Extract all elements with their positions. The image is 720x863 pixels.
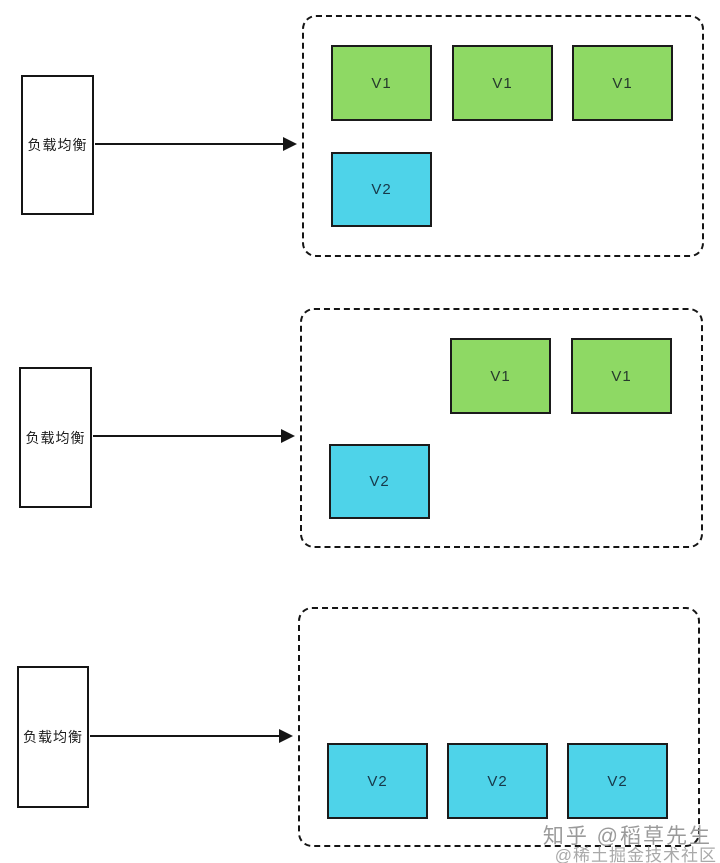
load-balancer-label-1: 负载均衡	[27, 137, 88, 153]
node-v1: V1	[572, 45, 673, 121]
node-v1: V1	[331, 45, 432, 121]
node-v1: V1	[452, 45, 553, 121]
node-label: V2	[367, 772, 388, 790]
cluster-container-1	[302, 15, 704, 257]
node-label: V2	[607, 772, 628, 790]
node-v2: V2	[331, 152, 432, 227]
cluster-container-3	[298, 607, 700, 847]
node-v2: V2	[327, 743, 428, 819]
load-balancer-box-3: 负载均衡	[17, 666, 89, 808]
load-balancer-label-2: 负载均衡	[25, 429, 86, 446]
node-label: V2	[487, 772, 508, 790]
load-balancer-box-1: 负载均衡	[21, 75, 94, 215]
node-label: V2	[371, 181, 392, 198]
node-v2: V2	[567, 743, 668, 819]
node-v2: V2	[447, 743, 548, 819]
load-balancer-box-2: 负载均衡	[19, 367, 92, 508]
load-balancer-label-3: 负载均衡	[23, 729, 83, 745]
arrow-right-3	[90, 729, 293, 743]
node-label: V1	[492, 74, 513, 92]
arrow-right-1	[95, 137, 297, 151]
cluster-container-2	[300, 308, 703, 548]
node-v1: V1	[450, 338, 551, 414]
node-v1: V1	[571, 338, 672, 414]
node-v2: V2	[329, 444, 430, 519]
arrow-right-2	[93, 429, 295, 443]
node-label: V1	[490, 367, 511, 385]
node-label: V1	[371, 74, 392, 92]
node-label: V1	[611, 367, 632, 385]
node-label: V2	[369, 473, 390, 490]
node-label: V1	[612, 74, 633, 92]
